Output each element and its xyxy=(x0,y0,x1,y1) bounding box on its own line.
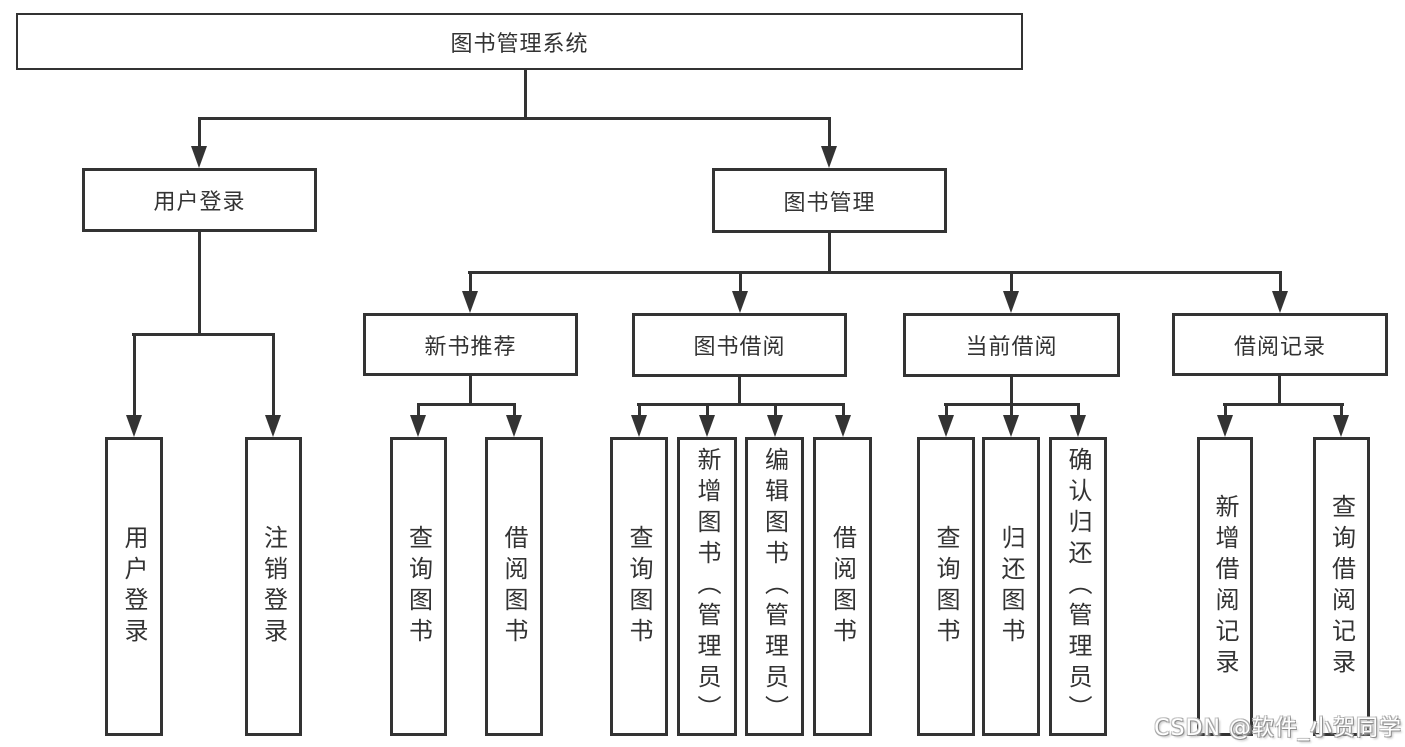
connector-current-borrow-stem xyxy=(1010,377,1013,405)
leaf-add-book-admin: 新增图书（管理员） xyxy=(677,437,737,736)
arrowhead xyxy=(462,291,478,313)
arrowhead xyxy=(1272,291,1288,313)
arrowhead xyxy=(1003,415,1019,437)
leaf-query-borrow-record: 查询借阅记录 xyxy=(1313,437,1370,736)
connector-new-book-rec-stem xyxy=(469,375,472,405)
leaf-borrow-book-borrowing: 借阅图书 xyxy=(813,437,872,736)
arrowhead xyxy=(265,415,281,437)
connector-leaf xyxy=(706,403,709,415)
leaf-edit-book-admin: 编辑图书（管理员） xyxy=(745,437,804,736)
node-user-login: 用户登录 xyxy=(82,168,317,232)
connector-book-mgmt-stem xyxy=(828,232,831,273)
arrowhead xyxy=(767,415,783,437)
connector-book-borrow-branch xyxy=(637,403,845,406)
connector-user-login-branch xyxy=(132,333,275,336)
connector-book-mgmt-branch xyxy=(468,271,1282,274)
leaf-confirm-return-admin: 确认归还（管理员） xyxy=(1049,437,1107,736)
leaf-query-book-current: 查询图书 xyxy=(917,437,975,736)
arrowhead xyxy=(1070,415,1086,437)
connector-leaf xyxy=(774,403,777,415)
node-new-book-recommendation: 新书推荐 xyxy=(363,313,578,376)
connector-leaf xyxy=(1340,403,1343,415)
node-book-management: 图书管理 xyxy=(712,168,947,233)
arrowhead xyxy=(191,146,207,168)
connector-to-new-book-rec xyxy=(469,271,472,291)
arrowhead xyxy=(126,415,142,437)
connector-to-current-borrow xyxy=(1010,271,1013,291)
node-current-borrowing: 当前借阅 xyxy=(903,313,1120,377)
connector-user-login-stem xyxy=(198,231,201,335)
leaf-logout: 注销登录 xyxy=(245,437,302,736)
connector-to-logout xyxy=(272,333,275,415)
arrowhead xyxy=(631,415,647,437)
connector-to-book-borrow xyxy=(739,271,742,291)
arrowhead xyxy=(1003,291,1019,313)
arrowhead xyxy=(1217,415,1233,437)
connector-book-borrow-stem xyxy=(738,377,741,405)
arrowhead xyxy=(410,415,426,437)
connector-to-user-login xyxy=(198,117,201,146)
connector-root-stem xyxy=(524,69,527,118)
connector-to-borrow-records xyxy=(1279,271,1282,291)
connector-leaf xyxy=(1077,403,1080,415)
connector-borrow-records-branch xyxy=(1223,403,1344,406)
connector-to-user-login-leaf xyxy=(133,333,136,415)
arrowhead xyxy=(506,415,522,437)
connector-new-book-rec-branch xyxy=(417,403,516,406)
leaf-add-borrow-record: 新增借阅记录 xyxy=(1197,437,1253,736)
arrowhead xyxy=(835,415,851,437)
arrowhead xyxy=(1333,415,1349,437)
connector-leaf xyxy=(842,403,845,415)
connector-leaf xyxy=(417,403,420,415)
connector-leaf xyxy=(1224,403,1227,415)
leaf-user-login: 用户登录 xyxy=(105,437,163,736)
leaf-query-book-recommend: 查询图书 xyxy=(390,437,447,736)
connector-borrow-records-stem xyxy=(1278,375,1281,405)
connector-leaf xyxy=(638,403,641,415)
node-borrowing-records: 借阅记录 xyxy=(1172,313,1388,376)
node-root: 图书管理系统 xyxy=(16,13,1023,70)
arrowhead xyxy=(821,146,837,168)
node-book-borrowing: 图书借阅 xyxy=(632,313,847,377)
leaf-borrow-book-recommend: 借阅图书 xyxy=(485,437,543,736)
connector-root-branch xyxy=(198,117,831,120)
connector-leaf xyxy=(945,403,948,415)
leaf-return-book: 归还图书 xyxy=(982,437,1040,736)
arrowhead xyxy=(938,415,954,437)
leaf-query-book-borrowing: 查询图书 xyxy=(610,437,668,736)
connector-leaf xyxy=(1010,403,1013,415)
arrowhead xyxy=(699,415,715,437)
connector-leaf xyxy=(513,403,516,415)
arrowhead xyxy=(732,291,748,313)
csdn-watermark: CSDN @软件_小贺同学 xyxy=(1154,716,1402,741)
connector-to-book-mgmt xyxy=(828,117,831,146)
